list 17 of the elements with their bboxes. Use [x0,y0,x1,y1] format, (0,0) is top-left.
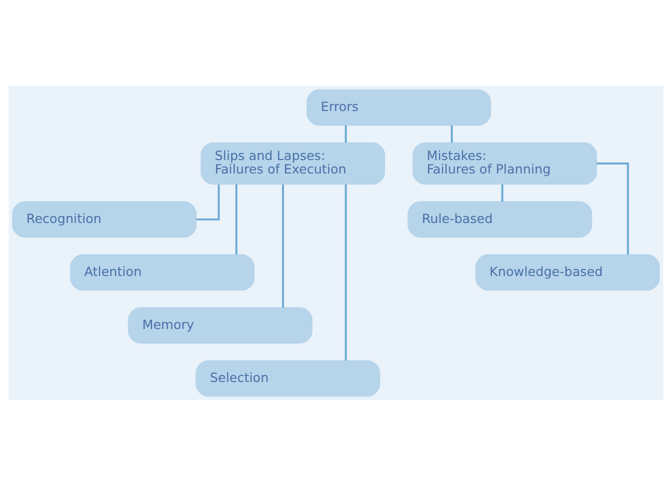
node-box: Slips and Lapses: Failures of Execution [200,142,386,185]
node-box: Memory [128,307,312,344]
node-box: Recognition [12,201,197,238]
connector [344,184,347,361]
connector [596,162,629,254]
connector [235,184,238,255]
node-box: Atlention [70,254,255,291]
connector [196,184,220,220]
connector [282,184,284,308]
connector [344,125,347,143]
node-box: Rule-based [408,201,592,238]
node-box: Knowledge-based [475,254,660,291]
node-box: Mistakes: Failures of Planning [412,142,597,185]
node-box: Selection [196,360,380,397]
connector [450,125,453,143]
node-box: Errors [306,89,492,126]
connector [501,184,504,202]
